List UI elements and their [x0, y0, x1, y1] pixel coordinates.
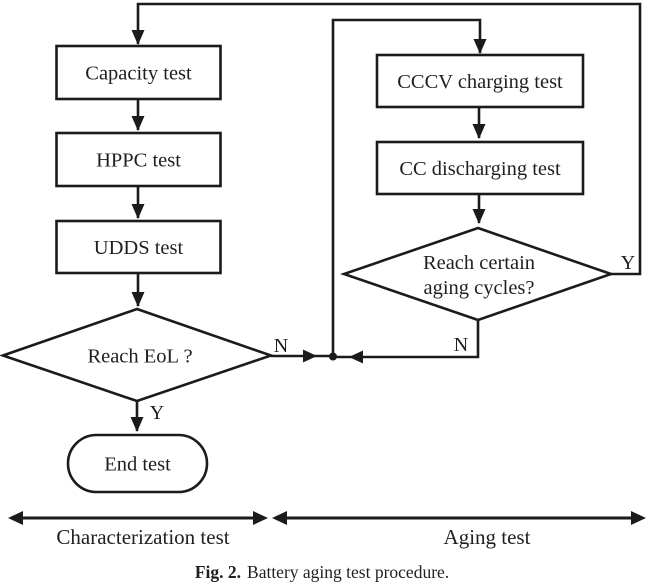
eol-no-label: N — [274, 335, 288, 357]
characterization-span-arrowhead-left — [8, 511, 23, 525]
hppc-test-label: HPPC test — [96, 150, 181, 172]
edge-junction-loop-to-cccv — [331, 18, 487, 356]
udds-test-label: UDDS test — [94, 237, 184, 259]
characterization-span-arrowhead-right — [253, 511, 268, 525]
end-test-label: End test — [104, 454, 171, 476]
aging-span-label: Aging test — [444, 525, 531, 549]
phase-span-arrows: Characterization test Aging test — [8, 511, 646, 549]
cccv-charging-test-box — [375, 53, 585, 109]
aging-span-arrowhead-left — [272, 511, 287, 525]
reach-aging-cycles-label-line2: aging cycles? — [424, 277, 535, 299]
flowchart-edges — [130, 2, 642, 432]
reach-eol-diamond — [0, 307, 276, 403]
reach-aging-cycles-label-line1: Reach certain — [423, 252, 535, 274]
aging-yes-label: Y — [621, 252, 635, 274]
flowchart-nodes: Capacity test HPPC test UDDS test Reach … — [0, 44, 615, 494]
figure-caption-number: Fig. 2. — [195, 562, 241, 582]
cc-discharging-test-box — [375, 140, 585, 196]
edge-aging-yes-loop-to-capacity — [131, 2, 642, 276]
edge-aging-no-to-junction — [333, 320, 480, 359]
udds-test-box — [55, 219, 222, 275]
arrowhead-eol-no — [303, 349, 317, 363]
figure-caption-title: Battery aging test procedure. — [247, 562, 449, 582]
aging-no-label: N — [454, 334, 468, 356]
end-test-stadium — [66, 433, 209, 494]
branch-labels: N Y N Y — [150, 252, 635, 424]
hppc-test-box — [55, 131, 222, 188]
junction-dot — [329, 352, 337, 361]
reach-eol-label: Reach EoL ? — [87, 346, 192, 368]
reach-aging-cycles-diamond — [339, 226, 615, 322]
cccv-charging-test-label: CCCV charging test — [397, 71, 563, 93]
characterization-span-label: Characterization test — [56, 525, 229, 549]
aging-span-arrowhead-right — [631, 511, 646, 525]
capacity-test-box — [55, 44, 222, 101]
cc-discharging-test-label: CC discharging test — [399, 158, 561, 180]
arrowhead-aging-no — [349, 350, 363, 364]
capacity-test-label: Capacity test — [85, 63, 192, 85]
eol-yes-label: Y — [150, 402, 164, 424]
figure-caption: Fig. 2. Battery aging test procedure. — [195, 562, 449, 582]
